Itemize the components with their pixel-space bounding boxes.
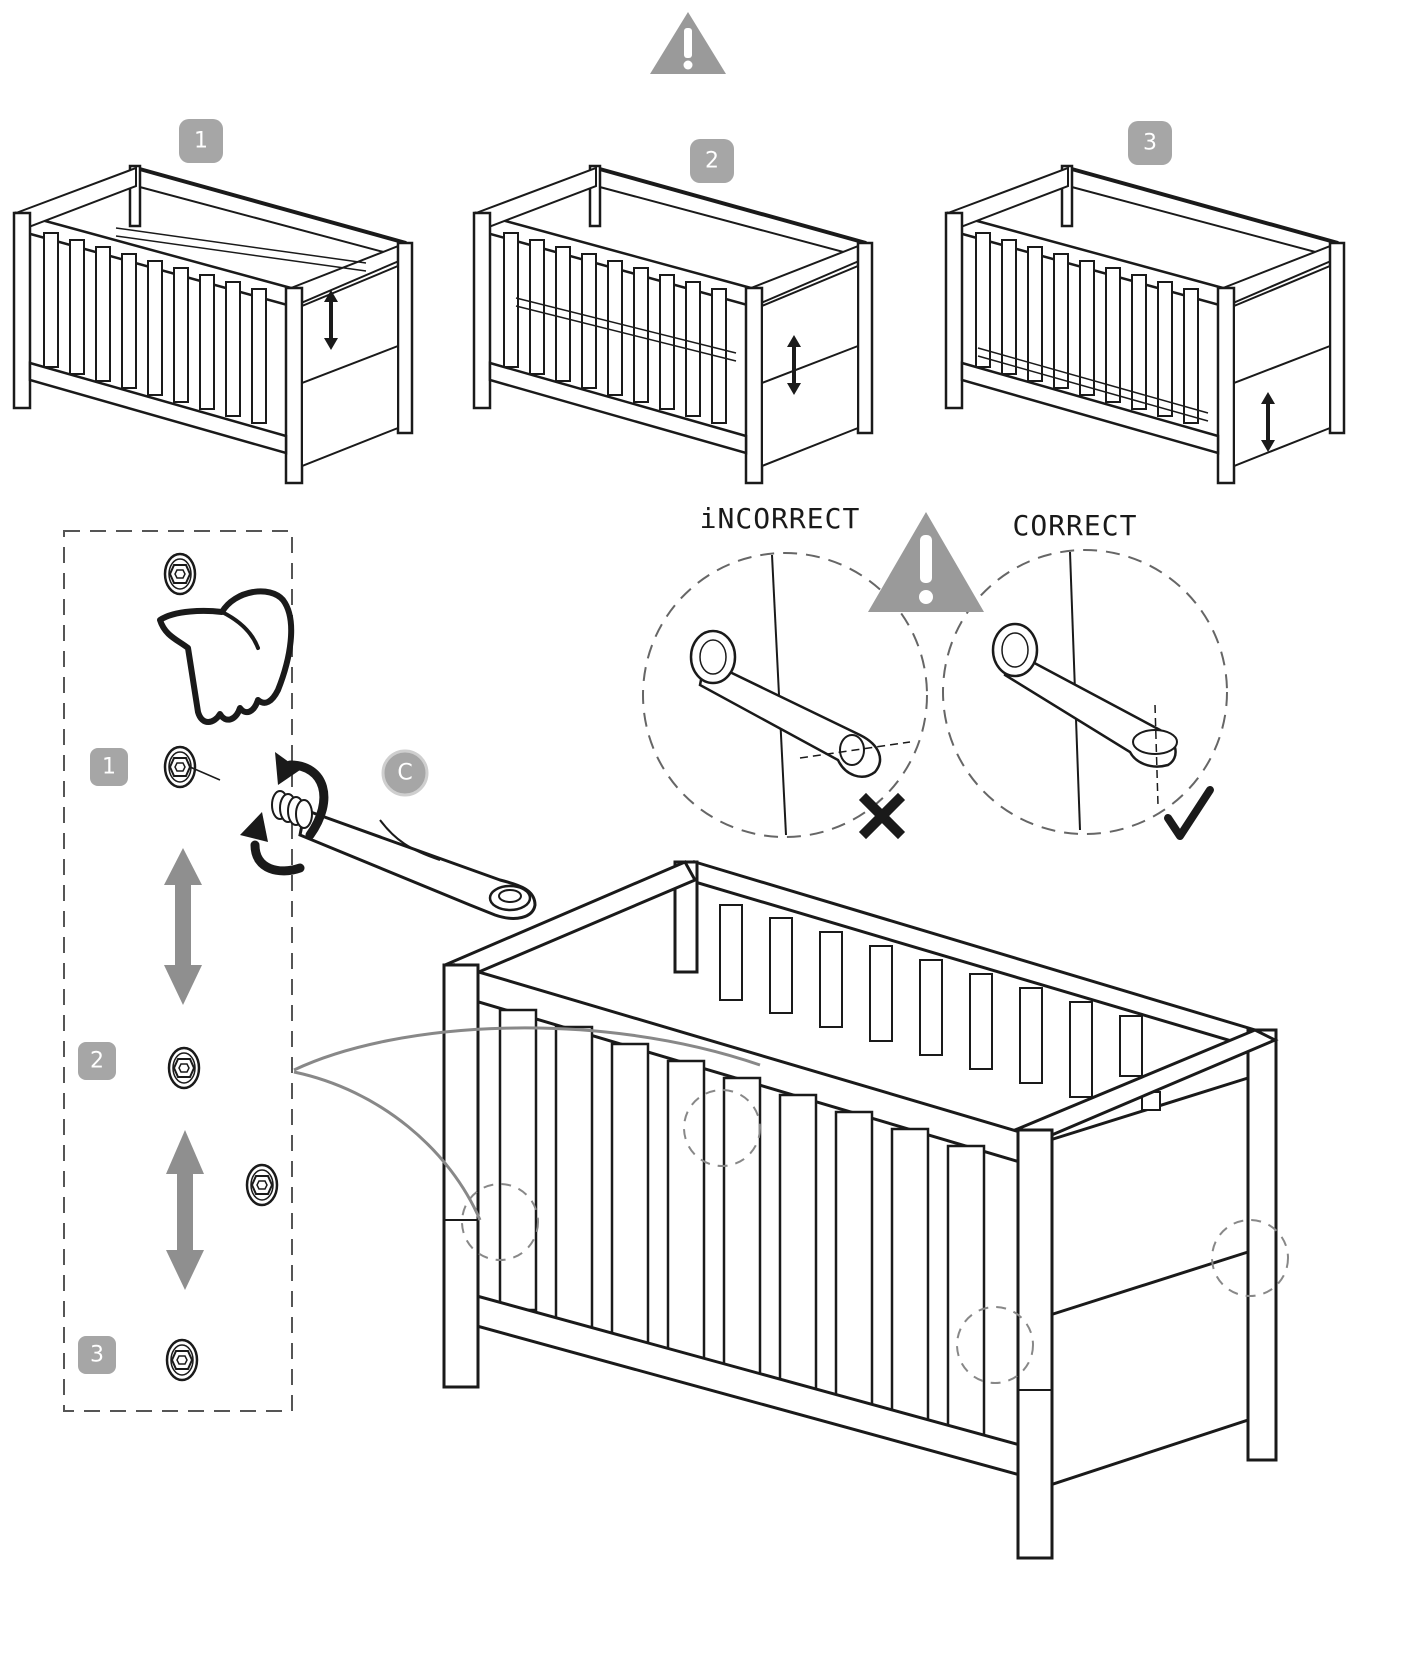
double-arrow-icon bbox=[164, 848, 202, 1005]
double-arrow-icon bbox=[166, 1130, 204, 1290]
step-badge-3: 3 bbox=[1128, 121, 1172, 165]
hardware-highlight bbox=[461, 1089, 1289, 1384]
checkmark-icon bbox=[1164, 786, 1214, 840]
nut-icon bbox=[163, 552, 197, 596]
step-badge-1: 1 bbox=[179, 119, 223, 163]
rotate-arrowhead-icon bbox=[275, 752, 300, 785]
step-number: 2 bbox=[705, 149, 719, 174]
crib-step-1 bbox=[12, 164, 414, 485]
part-badge-c: C bbox=[381, 749, 429, 797]
nut-icon bbox=[245, 1163, 279, 1207]
step-number: 3 bbox=[1143, 131, 1157, 156]
incorrect-detail-circle bbox=[642, 552, 928, 838]
panel-badge-3: 3 bbox=[78, 1336, 116, 1374]
adjust-arrow-icon bbox=[1261, 392, 1275, 452]
step-badge-2: 2 bbox=[690, 139, 734, 183]
height-detail-panel bbox=[63, 530, 293, 1412]
nut-icon bbox=[165, 1338, 199, 1382]
panel-badge-2: 2 bbox=[78, 1042, 116, 1080]
step-number: 3 bbox=[90, 1343, 104, 1368]
adjust-arrow-icon bbox=[787, 335, 801, 395]
incorrect-label: iNCORRECT bbox=[700, 502, 861, 535]
cross-icon bbox=[858, 792, 906, 840]
nut-icon bbox=[167, 1046, 201, 1090]
panel-badge-1: 1 bbox=[90, 748, 128, 786]
hand-pointer-icon bbox=[157, 588, 295, 725]
bolt-part-c bbox=[271, 790, 537, 920]
crib-step-3 bbox=[944, 164, 1346, 485]
step-number: 1 bbox=[194, 129, 208, 154]
correct-label: CORRECT bbox=[1012, 509, 1137, 542]
warning-triangle-icon bbox=[868, 512, 984, 612]
correct-detail-circle bbox=[942, 549, 1228, 835]
warning-triangle-icon bbox=[650, 12, 726, 74]
step-number: 1 bbox=[102, 755, 116, 780]
pointer-lines bbox=[293, 1026, 761, 1221]
adjust-arrow-icon bbox=[324, 290, 338, 350]
rotate-icon bbox=[250, 760, 329, 876]
part-letter: C bbox=[397, 761, 412, 786]
rotate-arrowhead-icon bbox=[240, 812, 268, 842]
step-number: 2 bbox=[90, 1049, 104, 1074]
crib-large bbox=[442, 859, 1279, 1560]
crib-step-2 bbox=[472, 164, 874, 485]
